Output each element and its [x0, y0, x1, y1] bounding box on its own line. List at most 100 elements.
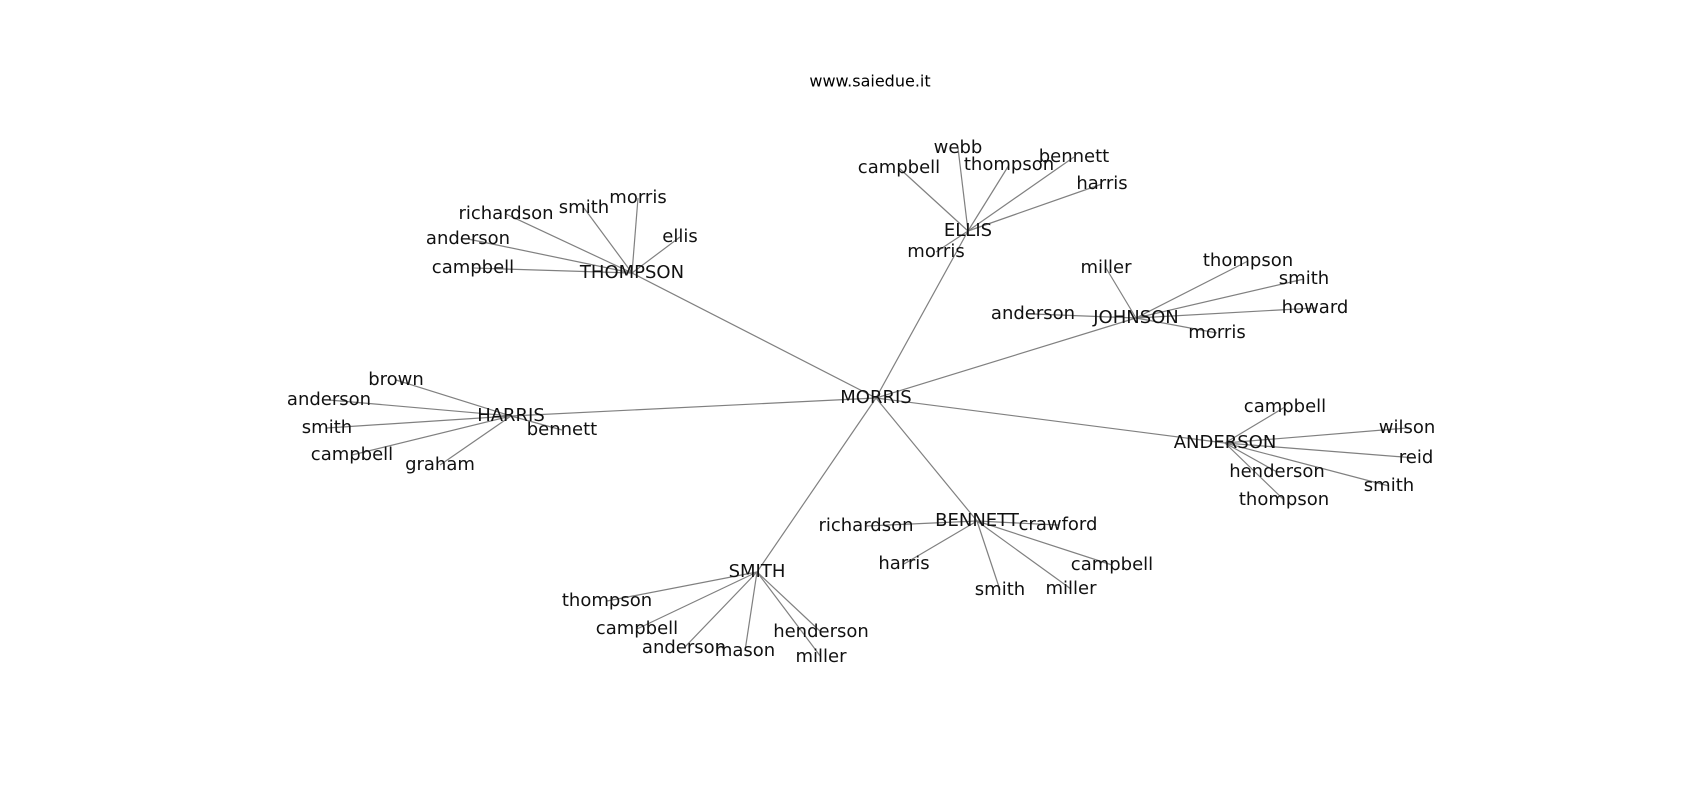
- edge-hub-to-leaf: [326, 415, 512, 429]
- leaf-node-label: miller: [1080, 257, 1132, 278]
- leaf-node-label: thompson: [1239, 489, 1329, 510]
- edge-hub-to-leaf: [395, 379, 512, 417]
- site-url: www.saiedue.it: [809, 72, 930, 91]
- edge-hub-to-leaf: [1224, 406, 1286, 444]
- edge-hub-to-leaf: [631, 197, 639, 274]
- edge-hub-to-leaf: [328, 399, 512, 417]
- leaf-node-label: thompson: [1203, 250, 1293, 271]
- leaf-node-label: anderson: [991, 303, 1075, 324]
- hub-node-label: JOHNSON: [1092, 307, 1179, 328]
- leaf-node-label: thompson: [964, 154, 1054, 175]
- hub-node-label: ELLIS: [944, 220, 992, 241]
- leaf-node-label: campbell: [432, 257, 514, 278]
- leaf-node-label: miller: [1045, 578, 1097, 599]
- edge-hub-to-leaf: [583, 207, 633, 274]
- edge-hub-to-leaf: [976, 520, 1072, 590]
- edge-hub-to-leaf: [967, 164, 1010, 232]
- leaf-node-label: graham: [405, 454, 475, 475]
- edge-hub-to-leaf: [935, 230, 969, 253]
- leaf-node-label: bennett: [1039, 146, 1110, 167]
- leaf-node-label: webb: [934, 137, 983, 158]
- edge-hub-to-leaf: [467, 238, 633, 274]
- leaf-node-label: morris: [907, 241, 964, 262]
- root-node-label: MORRIS: [840, 387, 911, 408]
- leaf-node-label: campbell: [596, 618, 678, 639]
- leaf-node-label: richardson: [458, 203, 553, 224]
- leaf-node-label: richardson: [818, 515, 913, 536]
- leaf-node-label: campbell: [1071, 554, 1153, 575]
- edge-hub-to-leaf: [351, 415, 512, 456]
- hub-node-label: SMITH: [729, 561, 786, 582]
- edge-hub-to-leaf: [1224, 427, 1408, 444]
- edge-hub-to-leaf: [1135, 317, 1218, 334]
- edge-hub-to-leaf: [976, 520, 1059, 526]
- edge-hub-to-leaf: [631, 236, 681, 274]
- leaf-node-label: bennett: [527, 419, 598, 440]
- leaf-node-label: morris: [1188, 322, 1245, 343]
- hub-node-label: BENNETT: [935, 510, 1020, 531]
- edge-hub-to-leaf: [756, 571, 822, 658]
- edge-hub-to-leaf: [903, 520, 978, 565]
- leaf-node-label: campbell: [858, 157, 940, 178]
- leaf-node-label: morris: [609, 187, 666, 208]
- hub-node-label: HARRIS: [477, 405, 545, 426]
- leaf-node-label: anderson: [642, 637, 726, 658]
- edge-hub-to-leaf: [505, 213, 633, 274]
- edge-hub-to-leaf: [1032, 313, 1137, 319]
- leaf-node-label: henderson: [773, 621, 869, 642]
- graph-edges: [326, 147, 1417, 658]
- edge-hub-to-leaf: [976, 520, 1001, 591]
- leaf-node-label: harris: [1076, 173, 1127, 194]
- edge-hub-to-leaf: [1224, 442, 1278, 473]
- edge-root-to-hub: [631, 272, 877, 399]
- leaf-node-label: smith: [975, 579, 1025, 600]
- edge-hub-to-leaf: [606, 571, 758, 602]
- hub-node-label: THOMPSON: [579, 262, 684, 283]
- edge-hub-to-leaf: [439, 415, 512, 466]
- edge-hub-to-leaf: [967, 156, 1075, 232]
- leaf-node-label: campbell: [311, 444, 393, 465]
- edge-hub-to-leaf: [1224, 442, 1417, 459]
- leaf-node-label: harris: [878, 553, 929, 574]
- leaf-node-label: smith: [302, 417, 352, 438]
- leaf-node-label: anderson: [426, 228, 510, 249]
- edge-hub-to-leaf: [683, 571, 758, 649]
- leaf-node-label: smith: [1364, 475, 1414, 496]
- edge-root-to-hub: [875, 397, 978, 522]
- edge-hub-to-leaf: [1224, 442, 1285, 501]
- edge-hub-to-leaf: [1135, 260, 1249, 319]
- edge-hub-to-leaf: [957, 147, 969, 232]
- edge-hub-to-leaf: [898, 167, 969, 232]
- edge-hub-to-leaf: [744, 571, 758, 652]
- leaf-node-label: smith: [559, 197, 609, 218]
- edge-hub-to-leaf: [1105, 267, 1137, 319]
- edge-root-to-hub: [756, 397, 877, 573]
- leaf-node-label: henderson: [1229, 461, 1325, 482]
- leaf-node-label: crawford: [1019, 514, 1098, 535]
- edge-hub-to-leaf: [967, 183, 1103, 232]
- leaf-node-label: reid: [1399, 447, 1434, 468]
- edge-hub-to-leaf: [976, 520, 1113, 566]
- leaf-node-label: miller: [795, 646, 847, 667]
- leaf-node-label: brown: [368, 369, 424, 390]
- edge-hub-to-leaf: [510, 415, 563, 431]
- leaf-node-label: wilson: [1379, 417, 1436, 438]
- leaf-node-label: mason: [715, 640, 775, 661]
- edge-root-to-hub: [875, 397, 1226, 444]
- edge-hub-to-leaf: [1135, 307, 1316, 319]
- leaf-node-label: smith: [1279, 268, 1329, 289]
- edge-hub-to-leaf: [865, 520, 978, 527]
- hub-node-label: ANDERSON: [1174, 432, 1277, 453]
- leaf-node-label: ellis: [662, 226, 697, 247]
- edge-hub-to-leaf: [1224, 442, 1390, 487]
- leaf-node-label: thompson: [562, 590, 652, 611]
- edge-root-to-hub: [875, 317, 1137, 399]
- edge-root-to-hub: [510, 397, 877, 417]
- leaf-node-label: anderson: [287, 389, 371, 410]
- edge-hub-to-leaf: [636, 571, 758, 630]
- leaf-node-label: howard: [1282, 297, 1349, 318]
- edge-hub-to-leaf: [756, 571, 822, 633]
- edge-hub-to-leaf: [472, 267, 633, 274]
